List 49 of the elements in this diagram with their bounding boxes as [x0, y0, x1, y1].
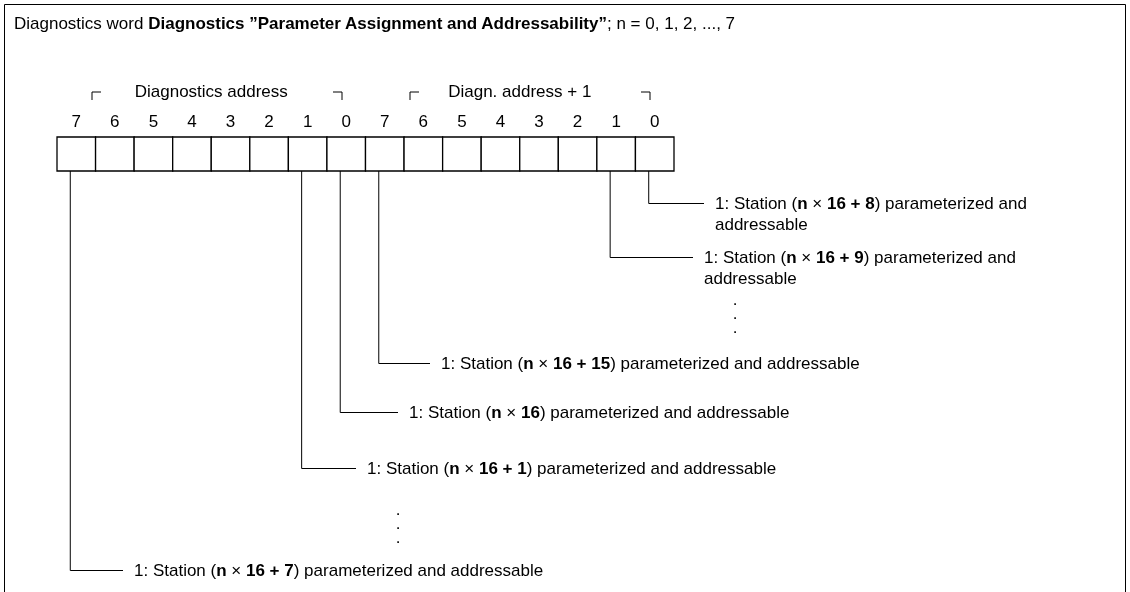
leader-line — [301, 170, 357, 469]
bit-cell — [480, 136, 521, 172]
bit-number: 7 — [71, 112, 81, 132]
bit-number: 1 — [302, 112, 313, 132]
bit-number: 6 — [418, 112, 429, 132]
bit-number: 5 — [457, 112, 467, 132]
bit-cell — [442, 136, 482, 172]
bit-cell — [634, 136, 675, 172]
bit-number: 7 — [380, 112, 390, 132]
bit-number: 0 — [341, 112, 351, 132]
bit-description: 1: Station (n × 16 + 1) parameterized and addressable — [356, 458, 1036, 479]
bit-number: 0 — [650, 112, 660, 132]
ellipsis-dot: . — [395, 500, 401, 520]
bit-description: 1: Station (n × 16 + 7) parameterized and addressable — [123, 560, 803, 581]
bit-description: 1: Station (n × 16 + 8) parameterized and addressable — [704, 193, 1034, 235]
bit-cell — [596, 136, 637, 172]
bit-cell — [56, 136, 97, 172]
bit-description: 1: Station (n × 16) parameterized and addressable — [398, 402, 1058, 423]
leader-line — [648, 170, 705, 204]
bit-cell — [210, 136, 251, 172]
bit-cell — [287, 136, 328, 172]
bit-cell — [326, 136, 367, 172]
bit-cell — [172, 136, 212, 172]
bit-number: 3 — [225, 112, 236, 132]
bit-number: 5 — [148, 112, 159, 132]
bit-number: 6 — [110, 112, 120, 132]
bit-number: 1 — [611, 112, 621, 132]
bit-cell — [557, 136, 598, 172]
byte-label: Diagnostics address — [134, 82, 288, 102]
bit-description: 1: Station (n × 16 + 15) parameterized and addressable — [430, 353, 1120, 374]
leader-line — [609, 170, 694, 258]
bit-cell — [519, 136, 559, 172]
bit-cell — [403, 136, 444, 172]
leader-line — [69, 170, 124, 571]
bit-cell — [249, 136, 290, 172]
bit-number: 4 — [495, 112, 506, 132]
bit-cell — [364, 136, 405, 172]
bit-number: 3 — [534, 112, 544, 132]
bit-number: 2 — [572, 112, 583, 132]
ellipsis-dot: . — [732, 290, 738, 310]
bit-number: 2 — [264, 112, 274, 132]
bit-number: 4 — [187, 112, 197, 132]
bit-cell — [94, 136, 135, 172]
bit-description: 1: Station (n × 16 + 9) parameterized and addressable — [693, 247, 1023, 289]
leader-line — [378, 170, 431, 364]
leader-line — [339, 170, 399, 413]
bit-cell — [133, 136, 174, 172]
diagram-title: Diagnostics word Diagnostics ”Parameter Assignment and Addressability”; n = 0, 1, 2, ..., 7 — [14, 14, 736, 34]
byte-label: Diagn. address + 1 — [448, 82, 592, 102]
